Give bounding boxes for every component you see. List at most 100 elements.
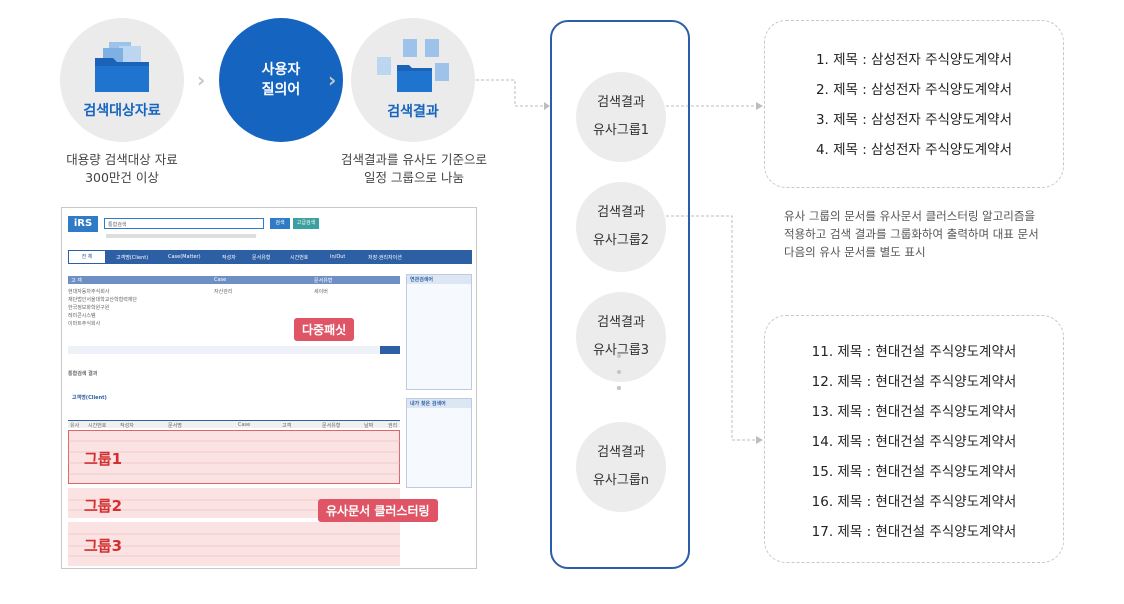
col-header: 문서명 [168, 423, 182, 429]
mock-tab[interactable]: 작성자 [222, 255, 236, 261]
facet-header-type: 문서유형 [314, 278, 333, 284]
group-line1: 검색결과 [597, 445, 645, 460]
mock-table-header: 유사 시간번호 작성자 문서명 Case 고객 문서유형 날짜 권리 [68, 420, 400, 429]
mock-tab-bar: 전 체 고객명(Client) Case(Matter) 작성자 문서유형 시간… [68, 250, 472, 264]
facet-item[interactable]: 자산관리 [214, 289, 233, 295]
caption-line: 대용량 검색대상 자료 [66, 152, 178, 167]
mock-tab[interactable]: In/Out [330, 254, 346, 260]
step-user-query-line2: 질의어 [261, 82, 301, 98]
ellipsis-dot [617, 370, 621, 374]
facet-item[interactable]: 재단법인서울대학교산학협력재단 [68, 297, 138, 303]
arrowhead-icon [756, 436, 763, 444]
facet-item[interactable]: 한국정보화학원구원 [68, 305, 110, 311]
arrowhead-icon [544, 102, 550, 110]
description-line: 적용하고 검색 결과를 그룹화하여 출력하며 대표 문서 [784, 227, 1039, 241]
description-line: 다음의 유사 문서를 별도 표시 [784, 245, 926, 259]
facet-header-client: 고 객 [71, 278, 82, 284]
group-circle-3: 검색결과 유사그룹3 [576, 292, 666, 382]
step-user-query-line1: 사용자 [261, 62, 301, 78]
group-line2: 유사그룹n [592, 473, 650, 488]
group-line2: 유사그룹2 [592, 233, 650, 248]
step-search-target-circle: 검색대상자료 [60, 18, 184, 142]
group-line1: 검색결과 [597, 315, 645, 330]
group-line1: 검색결과 [597, 205, 645, 220]
col-header: 문서유형 [322, 423, 341, 429]
mock-client-facet-list: 현대자동차주식회사 재단법인서울대학교산학협력재단 한국정보화학원구원 레미콘시… [68, 288, 208, 328]
mock-facet-header: 고 객 Case 문서유형 [68, 276, 400, 284]
step-search-result-circle: 검색결과 [351, 18, 475, 142]
col-header: 권리 [388, 423, 398, 429]
result-item: 14. 제목 : 현대건설 주식양도계약서 [811, 434, 1017, 450]
result-item: 2. 제목 : 삼성전자 주식양도계약서 [815, 82, 1013, 98]
col-header: 고객 [282, 423, 292, 429]
mock-search-select[interactable]: 통합검색 [108, 222, 127, 228]
col-header: 유사 [70, 423, 80, 429]
result-box-group2: 11. 제목 : 현대건설 주식양도계약서 12. 제목 : 현대건설 주식양도… [764, 315, 1064, 563]
folder-documents-icon [95, 42, 149, 92]
mock-section-title: 고객명(Client) [72, 395, 107, 401]
mock-facet-footer [68, 346, 400, 354]
mock-search-options [106, 234, 256, 238]
step-search-result-caption: 검색결과를 유사도 기준으로 일정 그룹으로 나눔 [333, 151, 495, 187]
mock-tab[interactable]: 저장·권리자이션 [368, 255, 402, 261]
ellipsis-dot [617, 354, 621, 358]
group-line1: 검색결과 [597, 95, 645, 110]
mock-group3-rows [68, 522, 400, 566]
group-circle-2: 검색결과 유사그룹2 [576, 182, 666, 272]
result-item: 1. 제목 : 삼성전자 주식양도계약서 [815, 52, 1013, 68]
mock-tab[interactable]: 시간번호 [290, 255, 309, 261]
col-header: 시간번호 [88, 423, 107, 429]
step-search-target-caption: 대용량 검색대상 자료 300만건 이상 [40, 151, 204, 187]
mock-tab-all[interactable]: 전 체 [68, 250, 106, 264]
multi-facet-badge: 다중패싯 [294, 318, 355, 341]
group-line2: 유사그룹3 [592, 343, 650, 358]
group2-label: 그룹2 [84, 497, 123, 515]
chevron-right-icon: › [197, 68, 206, 92]
col-header: 작성자 [120, 423, 134, 429]
result-item: 16. 제목 : 현대건설 주식양도계약서 [811, 494, 1017, 510]
mock-search-input[interactable]: 통합검색 [104, 218, 264, 229]
caption-line: 검색결과를 유사도 기준으로 [341, 152, 487, 167]
mock-advanced-button[interactable]: 고급검색 [293, 218, 319, 229]
mock-search-button[interactable]: 검색 [270, 218, 290, 229]
result-item: 12. 제목 : 현대건설 주식양도계약서 [811, 374, 1017, 390]
scattered-documents-icon [377, 39, 449, 92]
mock-tab[interactable]: Case(Matter) [168, 254, 201, 260]
facet-item[interactable]: 세이버 [314, 289, 328, 295]
mock-tab[interactable]: 문서유형 [252, 255, 271, 261]
mock-my-search-panel: 내가 찾은 검색어 [406, 398, 472, 488]
chevron-right-icon: › [328, 68, 337, 92]
result-item: 11. 제목 : 현대건설 주식양도계약서 [811, 344, 1017, 360]
connector-step3-to-groups [476, 79, 544, 107]
facet-item[interactable]: 이마트주식회사 [68, 321, 101, 327]
mock-apply-button[interactable] [380, 346, 400, 354]
group-line2: 유사그룹1 [592, 123, 650, 138]
related-panel-title: 연관검색어 [407, 275, 471, 284]
ellipsis-dot [617, 386, 621, 390]
description-line: 유사 그룹의 문서를 유사문서 클러스터링 알고리즘을 [784, 209, 1036, 223]
similar-groups-panel [550, 20, 690, 569]
mock-result-heading: 통합검색 결과 [68, 371, 98, 377]
step-search-result-label: 검색결과 [387, 104, 439, 120]
mock-related-panel: 연관검색어 [406, 274, 472, 390]
step-search-target-label: 검색대상자료 [83, 103, 161, 119]
facet-header-case: Case [214, 277, 227, 283]
result-box-group1: 1. 제목 : 삼성전자 주식양도계약서 2. 제목 : 삼성전자 주식양도계약… [764, 20, 1064, 188]
col-header: Case [238, 422, 251, 428]
irs-screenshot: iRS 통합검색 검색 고급검색 전 체 고객명(Client) Case(Ma… [61, 207, 477, 569]
cluster-badge: 유사문서 클러스터링 [318, 499, 438, 522]
result-item: 3. 제목 : 삼성전자 주식양도계약서 [815, 112, 1013, 128]
group-circle-n: 검색결과 유사그룹n [576, 422, 666, 512]
group-circle-1: 검색결과 유사그룹1 [576, 72, 666, 162]
col-header: 날짜 [364, 423, 374, 429]
facet-item[interactable]: 레미콘시스템 [68, 313, 96, 319]
result-item: 13. 제목 : 현대건설 주식양도계약서 [811, 404, 1017, 420]
mock-tab[interactable]: 고객명(Client) [116, 255, 149, 261]
caption-line: 300만건 이상 [85, 170, 159, 185]
group1-label: 그룹1 [84, 450, 123, 468]
my-search-panel-title: 내가 찾은 검색어 [407, 399, 471, 408]
facet-item[interactable]: 현대자동차주식회사 [68, 289, 110, 295]
connector-group2-to-bottom [666, 215, 756, 441]
caption-line: 일정 그룹으로 나눔 [364, 170, 464, 185]
